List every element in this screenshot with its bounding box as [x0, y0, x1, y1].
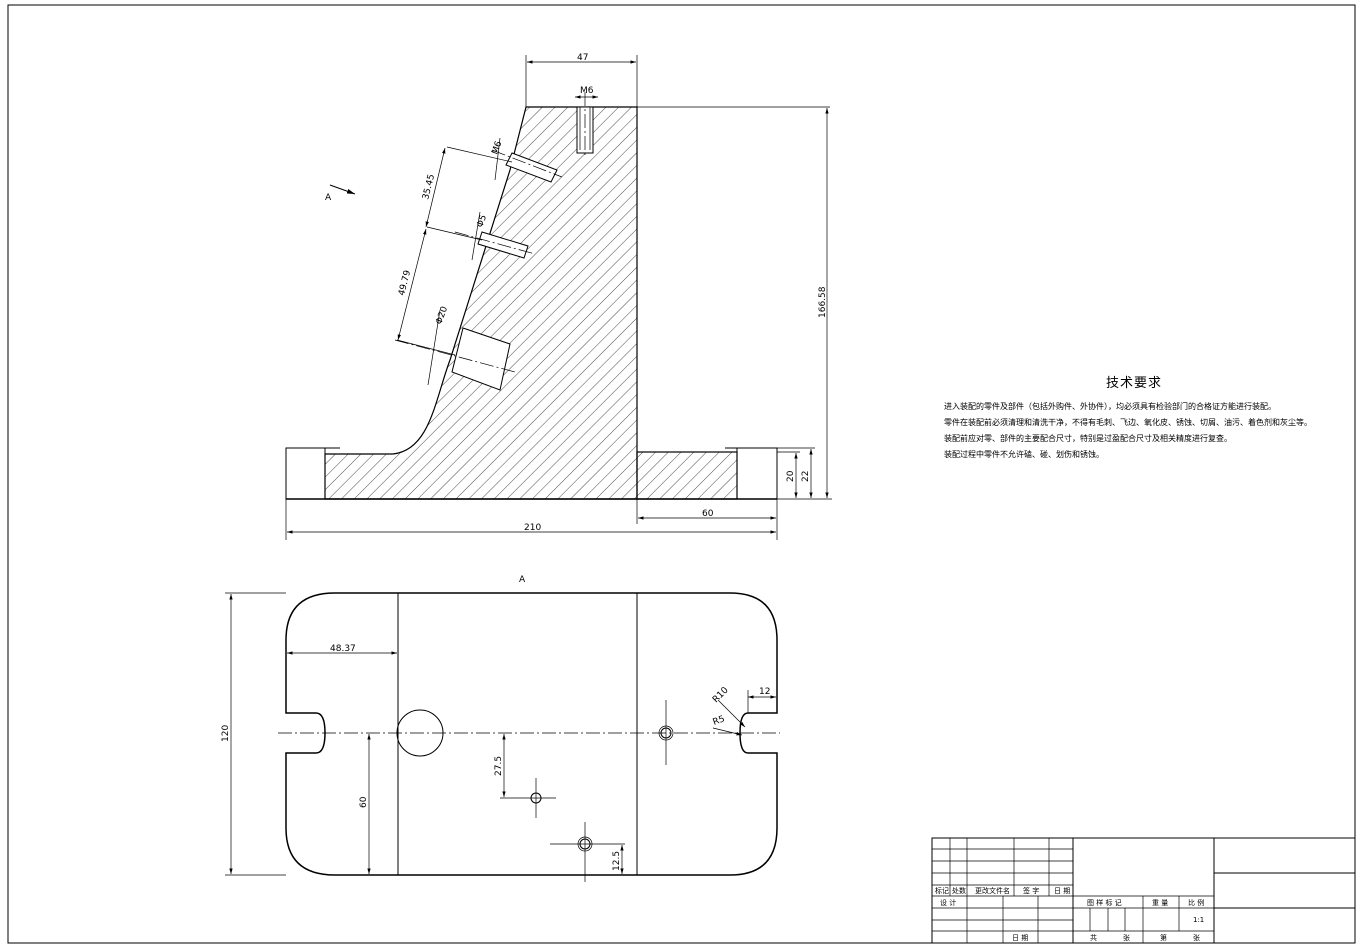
tb-signature: 签 字 [1023, 886, 1039, 895]
drawing-border [7, 4, 1356, 944]
tb-design: 设 计 [940, 898, 956, 907]
tb-drawing-mark: 图 样 标 记 [1087, 898, 1122, 907]
dim-12: 12 [759, 687, 770, 697]
tb-count: 处数 [952, 886, 966, 895]
tb-sheet-unit: 张 [1193, 933, 1200, 942]
technical-requirements-title: 技术要求 [1105, 376, 1162, 391]
thread-top-label: M6 [580, 86, 594, 96]
requirement-line: 零件在装配前必须清理和清洗干净，不得有毛刺、飞边、氧化皮、锈蚀、切屑、油污、着色… [944, 418, 1312, 427]
dim-r10: R10 [711, 685, 731, 705]
base-right-slot [736, 447, 778, 500]
dim-height: 166.58 [818, 286, 828, 318]
title-block: 标记 处数 更改文件名 签 字 日 期 设 计 图 样 标 记 重 量 比 例 … [931, 837, 1356, 944]
tb-sheets: 张 [1123, 933, 1130, 942]
requirement-line: 进入装配的零件及部件（包括外购件、外协件），均必须具有检验部门的合格证方能进行装… [944, 402, 1276, 411]
plate-outline [285, 592, 778, 876]
dim-base-22: 22 [801, 471, 811, 482]
dim-top-width: 47 [577, 53, 588, 63]
plan-view-label: A [519, 575, 526, 585]
front-view: M6 M6 Φ5 Φ20 35.45 49.79 A 47 1 [285, 53, 832, 540]
plan-view: A 120 48.37 60 27.5 12.5 [221, 575, 780, 882]
bracket-section [324, 106, 638, 500]
dim-plate-27-5: 27.5 [494, 756, 504, 776]
dim-r5: R5 [712, 714, 727, 727]
tb-change-doc: 更改文件名 [975, 886, 1010, 895]
thread-hole-1-label: M6 [490, 140, 504, 156]
tb-date-label: 日 期 [1012, 934, 1028, 942]
base-right-section [636, 451, 738, 500]
base-left-slot [285, 447, 326, 500]
dim-plate-width: 120 [221, 725, 231, 742]
tb-date-col: 日 期 [1054, 887, 1070, 895]
requirement-line: 装配过程中零件不允许磕、碰、划伤和锈蚀。 [944, 450, 1104, 459]
view-arrow-label: A [325, 193, 332, 203]
bore-label: Φ20 [434, 305, 450, 326]
plate-bore [396, 709, 444, 757]
dim-total-length: 210 [524, 523, 541, 533]
technical-requirements: 技术要求 进入装配的零件及部件（包括外购件、外协件），均必须具有检验部门的合格证… [944, 372, 1344, 463]
dim-plate-60: 60 [359, 796, 369, 808]
dim-plate-left: 48.37 [330, 644, 356, 654]
dim-base-20: 20 [786, 470, 796, 482]
tb-total: 共 [1090, 933, 1097, 942]
dim-base-right: 60 [702, 509, 714, 519]
dim-slant-2: 49.79 [397, 269, 413, 297]
dim-slant-1: 35.45 [421, 173, 437, 200]
tb-scale: 比 例 [1188, 898, 1204, 907]
tb-scale-value: 1:1 [1193, 916, 1204, 924]
dim-plate-12-5: 12.5 [612, 851, 622, 871]
requirement-line: 装配前应对零、部件的主要配合尺寸，特别是过盈配合尺寸及相关精度进行复查。 [944, 434, 1232, 443]
tb-sheet-no: 第 [1160, 933, 1167, 942]
tb-mark: 标记 [935, 886, 949, 895]
tb-weight: 重 量 [1152, 899, 1168, 907]
